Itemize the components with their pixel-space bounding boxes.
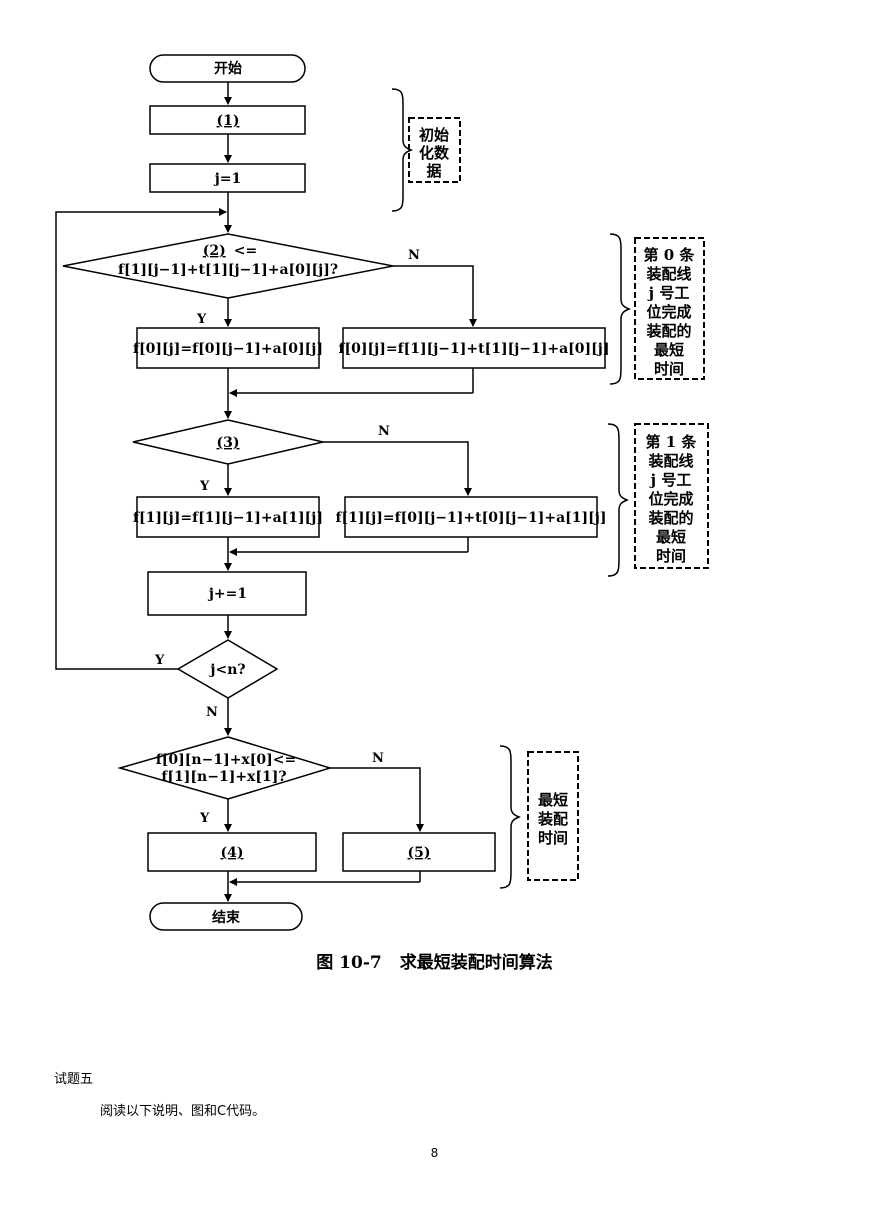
final-cond-line1: f[0][n−1]+x[0]<= [156,752,296,768]
assign-f0-no-label: f[0][j]=f[1][j−1]+t[1][j−1]+a[0][j] [339,341,610,357]
brace-shortest [499,745,522,889]
note-line0-line: 最短 [654,341,684,359]
note-shortest: 最短 装配 时间 [537,791,568,847]
flowchart: 开始 (1) j=1 (2)<= f[1][j−1]+t[1][j−1]+a[0… [55,54,709,931]
assign-f0-yes-box [136,327,320,369]
brace-line1 [607,423,630,577]
note-box-shortest [527,751,579,881]
step1-label: (1) [217,113,240,129]
note-line1-line: 装配线 [647,452,693,470]
cond3-label: (3) [217,435,240,451]
loop-cond-label: j<n? [208,662,245,678]
note-line0-line: j 号工 [647,284,690,302]
note-shortest-line: 装配 [537,810,568,828]
no-label-cond2: N [408,248,420,263]
no-label-loop: N [206,705,218,720]
note-line1-line: 时间 [656,547,686,565]
final-cond-line2: f[1][n−1]+x[1]? [161,769,286,785]
j-init-label: j=1 [213,171,242,187]
step4-label: (4) [221,845,244,861]
end-terminal [149,902,303,931]
note-init-line: 化数 [419,144,450,162]
yes-label-final: Y [199,811,210,826]
assign-f1-yes-label: f[1][j]=f[1][j−1]+a[1][j] [133,510,323,526]
note-line0-line: 位完成 [646,303,691,321]
note-box-line1 [634,423,709,569]
note-line1-line: 位完成 [648,490,693,508]
note-init-line: 据 [426,162,441,180]
step1-box [149,105,306,135]
note-box-init [408,117,461,183]
final-decision [117,736,333,800]
step5-label: (5) [408,845,431,861]
step5-box [342,832,496,872]
note-line1: 第 1 条 装配线 j 号工 位完成 装配的 最短 时间 [646,433,698,565]
note-line1-line: 第 1 条 [646,433,698,451]
note-line0-line: 装配的 [645,322,691,340]
question-text: 阅读以下说明、图和C代码。 [100,1104,266,1119]
note-shortest-line: 最短 [538,791,568,809]
note-init-line: 初始 [419,126,449,144]
note-box-line0 [634,237,705,380]
brace-line0 [609,233,632,385]
yes-label-loop: Y [154,653,165,668]
cond2-line1: (2)<= [203,243,257,259]
note-line0-line: 时间 [654,360,684,378]
no-label-final: N [372,751,384,766]
note-line1-line: 最短 [656,528,686,546]
end-label: 结束 [212,909,241,926]
page-number: 8 [430,1146,439,1160]
loop-back-line [55,208,227,670]
note-shortest-line: 时间 [538,829,568,847]
cond2-line2: f[1][j−1]+t[1][j−1]+a[0][j]? [118,262,338,278]
brace-init [391,88,414,212]
no-label-cond3: N [378,424,390,439]
note-line0-line: 第 0 条 [644,246,696,264]
assign-f0-yes-label: f[0][j]=f[0][j−1]+a[0][j] [133,341,323,357]
figure-number: 图 10-7 [316,953,382,973]
note-init: 初始 化数 据 [419,126,450,180]
question-title: 试题五 [54,1072,94,1087]
assign-f0-no-box [342,327,606,369]
assign-f1-no-label: f[1][j]=f[0][j−1]+t[0][j−1]+a[1][j] [336,510,607,526]
yes-label-cond2: Y [196,312,207,327]
yes-label-cond3: Y [199,479,210,494]
figure-caption: 图 10-7 求最短装配时间算法 [0,948,869,973]
note-line1-line: j 号工 [649,471,692,489]
note-line0: 第 0 条 装配线 j 号工 位完成 装配的 最短 时间 [644,246,696,378]
j-inc-label: j+=1 [207,586,247,602]
assign-f1-no-box [344,496,598,538]
note-line1-line: 装配的 [647,509,693,527]
figure-title: 求最短装配时间算法 [399,953,553,973]
start-label: 开始 [214,60,242,77]
j-inc-box [147,571,307,616]
note-line0-line: 装配线 [645,265,691,283]
step4-box [147,832,317,872]
